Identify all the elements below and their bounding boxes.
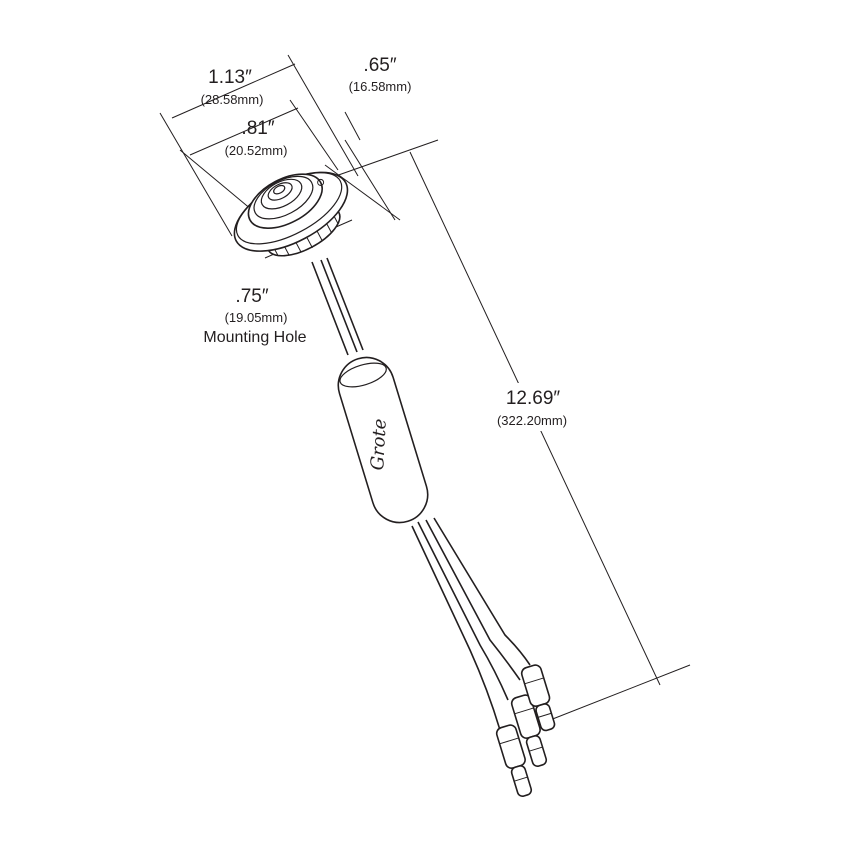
lens-diameter-mm: (20.52mm): [225, 143, 288, 158]
lamp-head: [233, 171, 349, 257]
overall-length-mm: (322.20mm): [497, 413, 567, 428]
dim-flange-diameter: 1.13″ (28.58mm): [201, 67, 264, 107]
depth-mm: (16.58mm): [349, 79, 412, 94]
mounting-hole-label: Mounting Hole: [203, 329, 306, 346]
lens-diameter-inches: .81″: [241, 118, 274, 139]
overall-length-inches: 12.69″: [506, 388, 561, 409]
dim-mounting-hole: .75″ (19.05mm) Mounting Hole: [203, 286, 306, 346]
dim-lens-diameter: .81″ (20.52mm): [225, 118, 288, 158]
lower-wires: [411, 517, 531, 731]
pigtail-housing: Grote: [337, 356, 429, 524]
logo-mark: Grote: [367, 418, 391, 471]
flange-diameter-inches: 1.13″: [208, 67, 252, 88]
mounting-hole-mm: (19.05mm): [225, 310, 288, 325]
dim-depth: .65″ (16.58mm): [349, 55, 412, 94]
upper-wires: [311, 257, 364, 356]
dim-overall-length: 12.69″ (322.20mm): [495, 383, 590, 431]
mounting-hole-inches: .75″: [235, 286, 268, 307]
depth-inches: .65″: [363, 55, 396, 76]
flange-diameter-mm: (28.58mm): [201, 92, 264, 107]
bullet-connectors: [495, 664, 556, 797]
